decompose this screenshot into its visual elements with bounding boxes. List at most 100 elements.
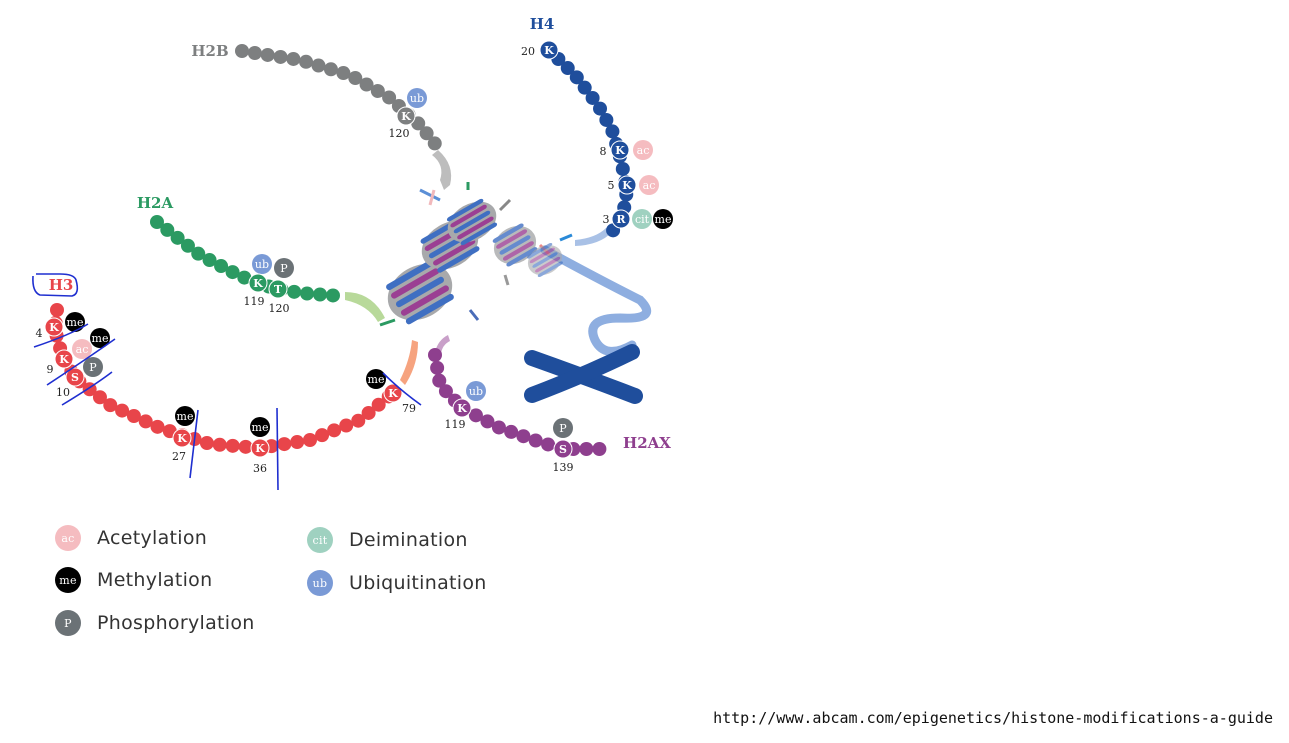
residue-bead [370, 84, 385, 99]
residue-bead [585, 90, 600, 105]
residue-letter: K [615, 144, 625, 157]
modification-site: K20 [521, 40, 559, 60]
residue-marker [452, 398, 472, 418]
residue-bead [361, 405, 376, 420]
residue-bead [323, 62, 338, 77]
residue-marker [44, 317, 64, 337]
residue-letter: K [49, 321, 59, 334]
residue-bead [235, 44, 249, 58]
residue-bead [569, 70, 584, 85]
legend-marker-me-icon: me [55, 567, 81, 593]
modification-label: me [368, 373, 385, 386]
residue-bead [432, 373, 447, 388]
residue-letter: S [559, 443, 567, 456]
histone-label-h2a: H2A [137, 194, 174, 212]
legend-marker-P-icon: P [55, 610, 81, 636]
residue-marker [248, 273, 268, 293]
modification-P-marker [83, 357, 103, 377]
residue-bead [150, 215, 164, 229]
residue-number: 27 [172, 450, 186, 463]
residue-bead [438, 384, 453, 399]
modification-label: me [655, 213, 672, 226]
modification-label: ac [76, 343, 89, 356]
modification-ub-marker [407, 88, 427, 108]
nucleosome-cluster [379, 182, 573, 327]
residue-bead [225, 265, 240, 280]
residue-bead [579, 442, 594, 456]
residue-marker [396, 106, 416, 126]
legend-marker-ub-icon: ub [307, 570, 333, 596]
chromatin-fiber [540, 245, 652, 356]
residue-bead [427, 136, 442, 151]
modification-label: cit [635, 213, 650, 226]
modification-label: ac [637, 144, 650, 157]
tail-connectors [345, 150, 612, 385]
residue-bead [277, 437, 292, 452]
residue-bead [302, 433, 317, 448]
legend-label: Methylation [97, 569, 213, 591]
modification-label: P [559, 422, 567, 435]
residue-letter: K [253, 277, 263, 290]
residue-bead [273, 49, 288, 64]
modification-label: P [280, 262, 288, 275]
residue-bead [528, 433, 543, 448]
residue-marker [172, 428, 192, 448]
residue-marker [617, 175, 637, 195]
residue-bead [430, 360, 445, 375]
source-url[interactable]: http://www.abcam.com/epigenetics/histone… [713, 709, 1273, 727]
residue-letter: K [388, 387, 398, 400]
modification-ub-marker [466, 381, 486, 401]
residue-bead [480, 414, 495, 429]
histone-label-h3: H3 [49, 276, 74, 294]
residue-letter: K [177, 432, 187, 445]
residue-marker [611, 209, 631, 229]
residue-bead [382, 90, 397, 105]
residue-bead [516, 429, 531, 444]
modification-label: me [92, 332, 109, 345]
legend-marker-ac-icon: ac [55, 525, 81, 551]
residue-number: 139 [553, 461, 574, 474]
modification-label: P [89, 361, 97, 374]
residue-marker [383, 383, 403, 403]
modification-ac-marker [639, 175, 659, 195]
modification-label: ub [410, 92, 424, 105]
residue-number: 36 [253, 462, 267, 475]
modification-me-marker [250, 417, 270, 437]
residue-marker [268, 279, 288, 299]
modification-me-marker [366, 369, 386, 389]
residue-bead [214, 259, 229, 274]
residue-bead [286, 51, 301, 66]
residue-bead [103, 398, 118, 413]
modification-cit-marker [632, 209, 652, 229]
modification-site: meK 79 [366, 369, 416, 415]
residue-marker [539, 40, 559, 60]
residue-bead [411, 116, 426, 131]
residue-number: 120 [389, 127, 410, 140]
residue-bead [160, 222, 175, 237]
residue-bead [126, 408, 141, 423]
residue-bead [199, 436, 214, 451]
modification-me-marker [653, 209, 673, 229]
residue-letter: T [274, 283, 283, 296]
histone-tail-h2a [150, 215, 340, 303]
residue-number: 20 [521, 45, 535, 58]
residue-bead [225, 438, 240, 453]
residue-marker [54, 349, 74, 369]
residue-number: 120 [269, 302, 290, 315]
histone-tail-h3 [48, 303, 396, 455]
residue-letter: K [457, 402, 467, 415]
residue-number: 79 [402, 402, 416, 415]
residue-bead [593, 101, 608, 116]
residue-bead [138, 414, 153, 429]
residue-bead [311, 58, 326, 73]
legend-item-me: me Methylation [55, 567, 212, 593]
